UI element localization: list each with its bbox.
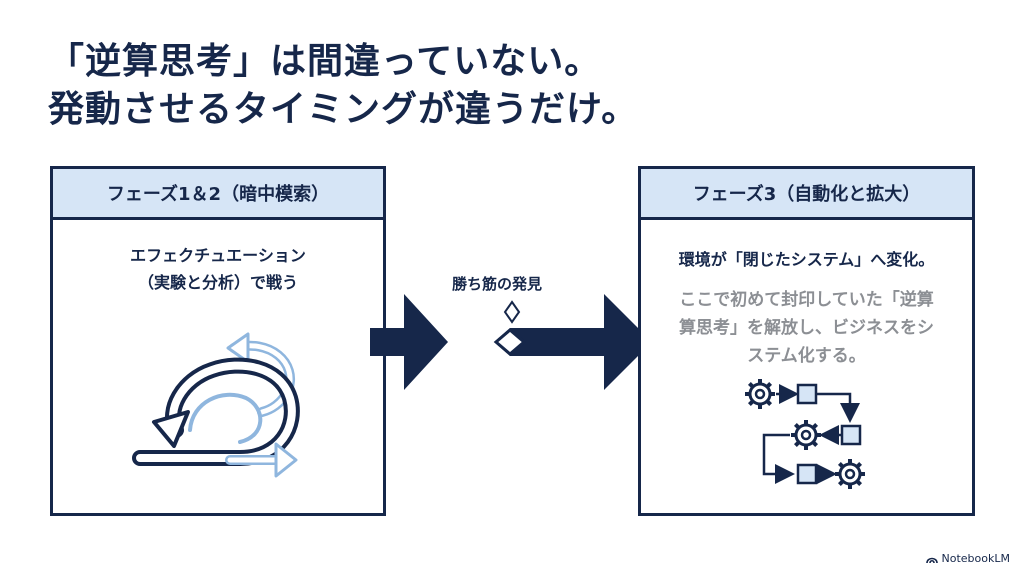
arrow-to-phase-3 [493, 294, 652, 390]
phase-1-2-line-1: エフェクチュエーション [130, 246, 306, 265]
iterative-cycle-icon [132, 332, 300, 478]
brand-label: NotebookLM [941, 552, 1010, 565]
discovery-label: 勝ち筋の発見 [452, 275, 543, 293]
phase-3-body: ここで初めて封印していた「逆算 算思考」を解放し、ビジネスをシ ステム化する。 [655, 286, 958, 370]
phase-3-panel: フェーズ3（自動化と拡大） 環境が「閉じたシステム」へ変化。 ここで初めて封印し… [638, 166, 975, 516]
phase-1-2-description: エフェクチュエーション （実験と分析）で戦う [53, 242, 383, 296]
phase-1-2-line-2: （実験と分析）で戦う [137, 273, 298, 292]
phase-3-body-line-2: 算思考」を解放し、ビジネスをシ [679, 318, 934, 338]
title-line-1: 「逆算思考」は間違っていない。 [48, 41, 602, 82]
phase-3-headline: 環境が「閉じたシステム」へ変化。 [678, 250, 935, 269]
phase-3-header: フェーズ3（自動化と拡大） [641, 169, 972, 220]
title-line-2: 発動させるタイミングが違うだけ。 [48, 89, 639, 130]
phase-3-body-line-1: ここで初めて封印していた「逆算 [679, 290, 934, 310]
diamond-spark-icon [503, 300, 521, 324]
notebooklm-logo-icon [925, 557, 938, 563]
workflow-gears-icon [743, 377, 867, 491]
arrow-to-discovery [370, 294, 448, 390]
page-title: 「逆算思考」は間違っていない。 発動させるタイミングが違うだけ。 [48, 38, 638, 134]
notebooklm-brand: NotebookLM [925, 552, 1010, 565]
phase-3-body-line-3: ステム化する。 [747, 346, 866, 366]
phase-1-2-header: フェーズ1＆2（暗中模索） [53, 169, 383, 220]
